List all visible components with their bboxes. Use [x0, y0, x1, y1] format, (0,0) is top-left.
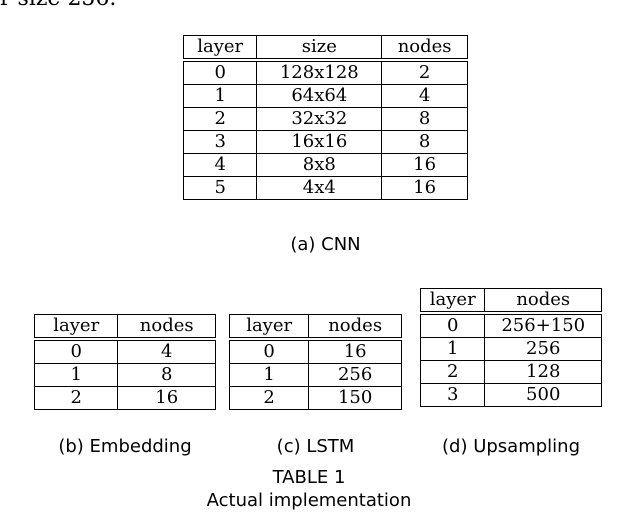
table-cell: 32x32: [256, 107, 383, 131]
table-cell: 64x64: [256, 84, 383, 108]
table-cell: 4: [182, 153, 258, 177]
table-cell: 16: [308, 338, 402, 364]
table-row: 0 16: [228, 338, 402, 364]
table-row: 0 4: [33, 338, 216, 364]
table-cell: 0: [33, 338, 119, 364]
table-cell: 16: [117, 386, 216, 410]
table-cell: 4: [117, 338, 216, 364]
column-header: layer: [182, 35, 258, 62]
table-row: 4 8x8 16: [182, 153, 468, 177]
table-header-row: layer nodes: [33, 314, 216, 341]
table-row: 1 64x64 4: [182, 84, 468, 108]
table-cell: 16x16: [256, 130, 383, 154]
table-cell: 256: [308, 363, 402, 387]
table-header-row: layer nodes: [228, 314, 402, 341]
table-header-row: layer nodes: [419, 288, 602, 315]
table-cell: 2: [381, 59, 468, 85]
upsampling-caption: (d) Upsampling: [442, 436, 580, 457]
table-cell: 128x128: [256, 59, 383, 85]
table-cell: 3: [182, 130, 258, 154]
table-cell: 8: [117, 363, 216, 387]
table-cell: 0: [182, 59, 258, 85]
column-header: nodes: [117, 314, 216, 341]
embedding-caption: (b) Embedding: [58, 436, 192, 457]
column-header: nodes: [308, 314, 402, 341]
table-cell: 256+150: [484, 312, 602, 338]
table-cell: 4: [381, 84, 468, 108]
table-cell: 3: [419, 383, 486, 407]
table-cell: 16: [381, 153, 468, 177]
table-cell: 1: [419, 337, 486, 361]
table-cell: 2: [182, 107, 258, 131]
column-header: layer: [228, 314, 310, 341]
table-cell: 256: [484, 337, 602, 361]
table-row: 2 32x32 8: [182, 107, 468, 131]
table-title: Actual implementation: [206, 490, 412, 511]
table-cell: 150: [308, 386, 402, 410]
table-cell: 5: [182, 176, 258, 200]
table-cell: 0: [228, 338, 310, 364]
table-row: 5 4x4 16: [182, 176, 468, 200]
table-cell: 2: [228, 386, 310, 410]
table-cell: 500: [484, 383, 602, 407]
table-header-row: layer size nodes: [182, 35, 468, 62]
table-row: 0 128x128 2: [182, 59, 468, 85]
table-row: 1 256: [419, 337, 602, 361]
cnn-table: layer size nodes 0 128x128 2 1 64x64 4 2…: [182, 35, 468, 200]
table-row: 3 500: [419, 383, 602, 407]
table-cell: 1: [33, 363, 119, 387]
lstm-caption: (c) LSTM: [276, 436, 355, 457]
column-header: nodes: [484, 288, 602, 315]
table-cell: 1: [228, 363, 310, 387]
column-header: layer: [33, 314, 119, 341]
table-cell: 8x8: [256, 153, 383, 177]
table-row: 1 256: [228, 363, 402, 387]
table-cell: 16: [381, 176, 468, 200]
table-row: 2 128: [419, 360, 602, 384]
table-cell: 4x4: [256, 176, 383, 200]
lstm-table: layer nodes 0 16 1 256 2 150: [228, 314, 402, 410]
column-header: layer: [419, 288, 486, 315]
column-header: size: [256, 35, 383, 62]
table-row: 1 8: [33, 363, 216, 387]
table-cell: 0: [419, 312, 486, 338]
table-cell: 8: [381, 107, 468, 131]
table-cell: 1: [182, 84, 258, 108]
upsampling-table: layer nodes 0 256+150 1 256 2 128 3 500: [419, 288, 602, 407]
table-row: 0 256+150: [419, 312, 602, 338]
cnn-caption: (a) CNN: [290, 234, 361, 255]
table-cell: 128: [484, 360, 602, 384]
body-text-fragment: r size 256.: [0, 0, 116, 11]
table-row: 2 16: [33, 386, 216, 410]
table-label: TABLE 1: [272, 467, 346, 488]
table-row: 3 16x16 8: [182, 130, 468, 154]
table-cell: 2: [33, 386, 119, 410]
table-cell: 8: [381, 130, 468, 154]
table-cell: 2: [419, 360, 486, 384]
embedding-table: layer nodes 0 4 1 8 2 16: [33, 314, 216, 410]
table-row: 2 150: [228, 386, 402, 410]
column-header: nodes: [381, 35, 468, 62]
